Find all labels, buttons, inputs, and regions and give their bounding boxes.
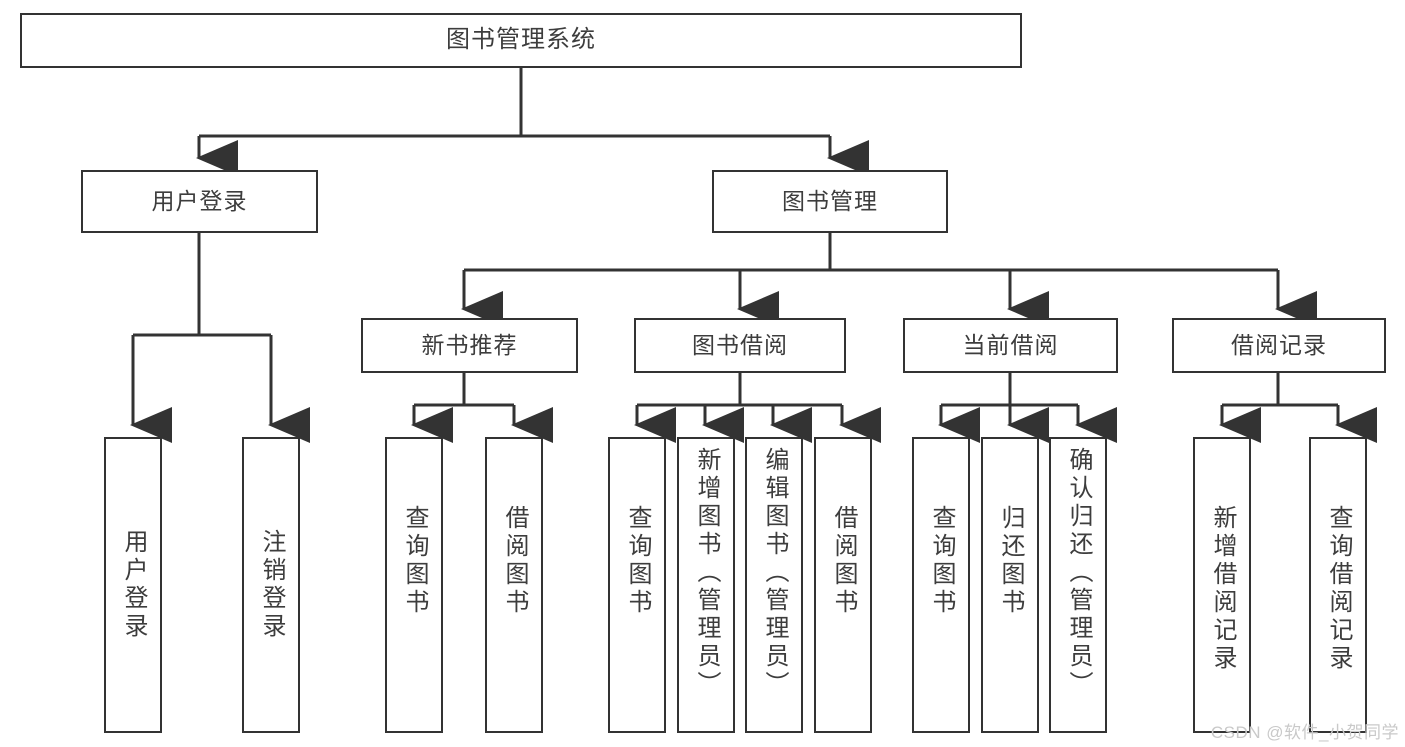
node-book-borrow[interactable]: 图书借阅 (634, 318, 846, 373)
node-new-book-recommend[interactable]: 新书推荐 (361, 318, 578, 373)
node-user-login[interactable]: 用户登录 (81, 170, 318, 233)
leaf-cb-query-book-label: 查询图书 (928, 505, 955, 617)
node-user-login-label: 用户登录 (151, 187, 248, 214)
leaf-bb-edit-book-label: 编辑图书（管理员） (761, 447, 788, 699)
leaf-user-login[interactable]: 用户登录 (104, 437, 162, 733)
leaf-cb-confirm-return-label: 确认归还（管理员） (1065, 447, 1092, 699)
leaf-nb-borrow-book-label: 借阅图书 (501, 505, 528, 617)
leaf-br-query-record-label: 查询借阅记录 (1325, 505, 1352, 673)
node-book-management-label: 图书管理 (782, 187, 878, 214)
leaf-bb-query-book[interactable]: 查询图书 (608, 437, 666, 733)
leaf-bb-add-book[interactable]: 新增图书（管理员） (677, 437, 735, 733)
leaf-nb-query-book[interactable]: 查询图书 (385, 437, 443, 733)
leaf-bb-borrow-book-label: 借阅图书 (830, 505, 857, 617)
leaf-bb-add-book-label: 新增图书（管理员） (693, 447, 720, 699)
leaf-cb-query-book[interactable]: 查询图书 (912, 437, 970, 733)
leaf-nb-borrow-book[interactable]: 借阅图书 (485, 437, 543, 733)
leaf-logout-label: 注销登录 (258, 529, 285, 641)
node-root[interactable]: 图书管理系统 (20, 13, 1022, 68)
leaf-br-add-record[interactable]: 新增借阅记录 (1193, 437, 1251, 733)
leaf-bb-query-book-label: 查询图书 (624, 505, 651, 617)
leaf-cb-return-book[interactable]: 归还图书 (981, 437, 1039, 733)
leaf-bb-borrow-book[interactable]: 借阅图书 (814, 437, 872, 733)
node-root-label: 图书管理系统 (446, 26, 596, 54)
leaf-logout[interactable]: 注销登录 (242, 437, 300, 733)
leaf-user-login-label: 用户登录 (120, 529, 147, 641)
leaf-cb-return-book-label: 归还图书 (997, 505, 1024, 617)
csdn-watermark: CSDN @软件_小贺同学 (1210, 723, 1399, 742)
leaf-cb-confirm-return[interactable]: 确认归还（管理员） (1049, 437, 1107, 733)
node-new-book-recommend-label: 新书推荐 (421, 331, 518, 358)
node-book-management[interactable]: 图书管理 (712, 170, 948, 233)
node-book-borrow-label: 图书借阅 (692, 331, 788, 358)
leaf-nb-query-book-label: 查询图书 (401, 505, 428, 617)
node-current-borrow-label: 当前借阅 (962, 331, 1059, 358)
leaf-bb-edit-book[interactable]: 编辑图书（管理员） (745, 437, 803, 733)
leaf-br-query-record[interactable]: 查询借阅记录 (1309, 437, 1367, 733)
leaf-br-add-record-label: 新增借阅记录 (1209, 505, 1236, 673)
node-borrow-record-label: 借阅记录 (1231, 331, 1327, 358)
node-current-borrow[interactable]: 当前借阅 (903, 318, 1118, 373)
node-borrow-record[interactable]: 借阅记录 (1172, 318, 1386, 373)
